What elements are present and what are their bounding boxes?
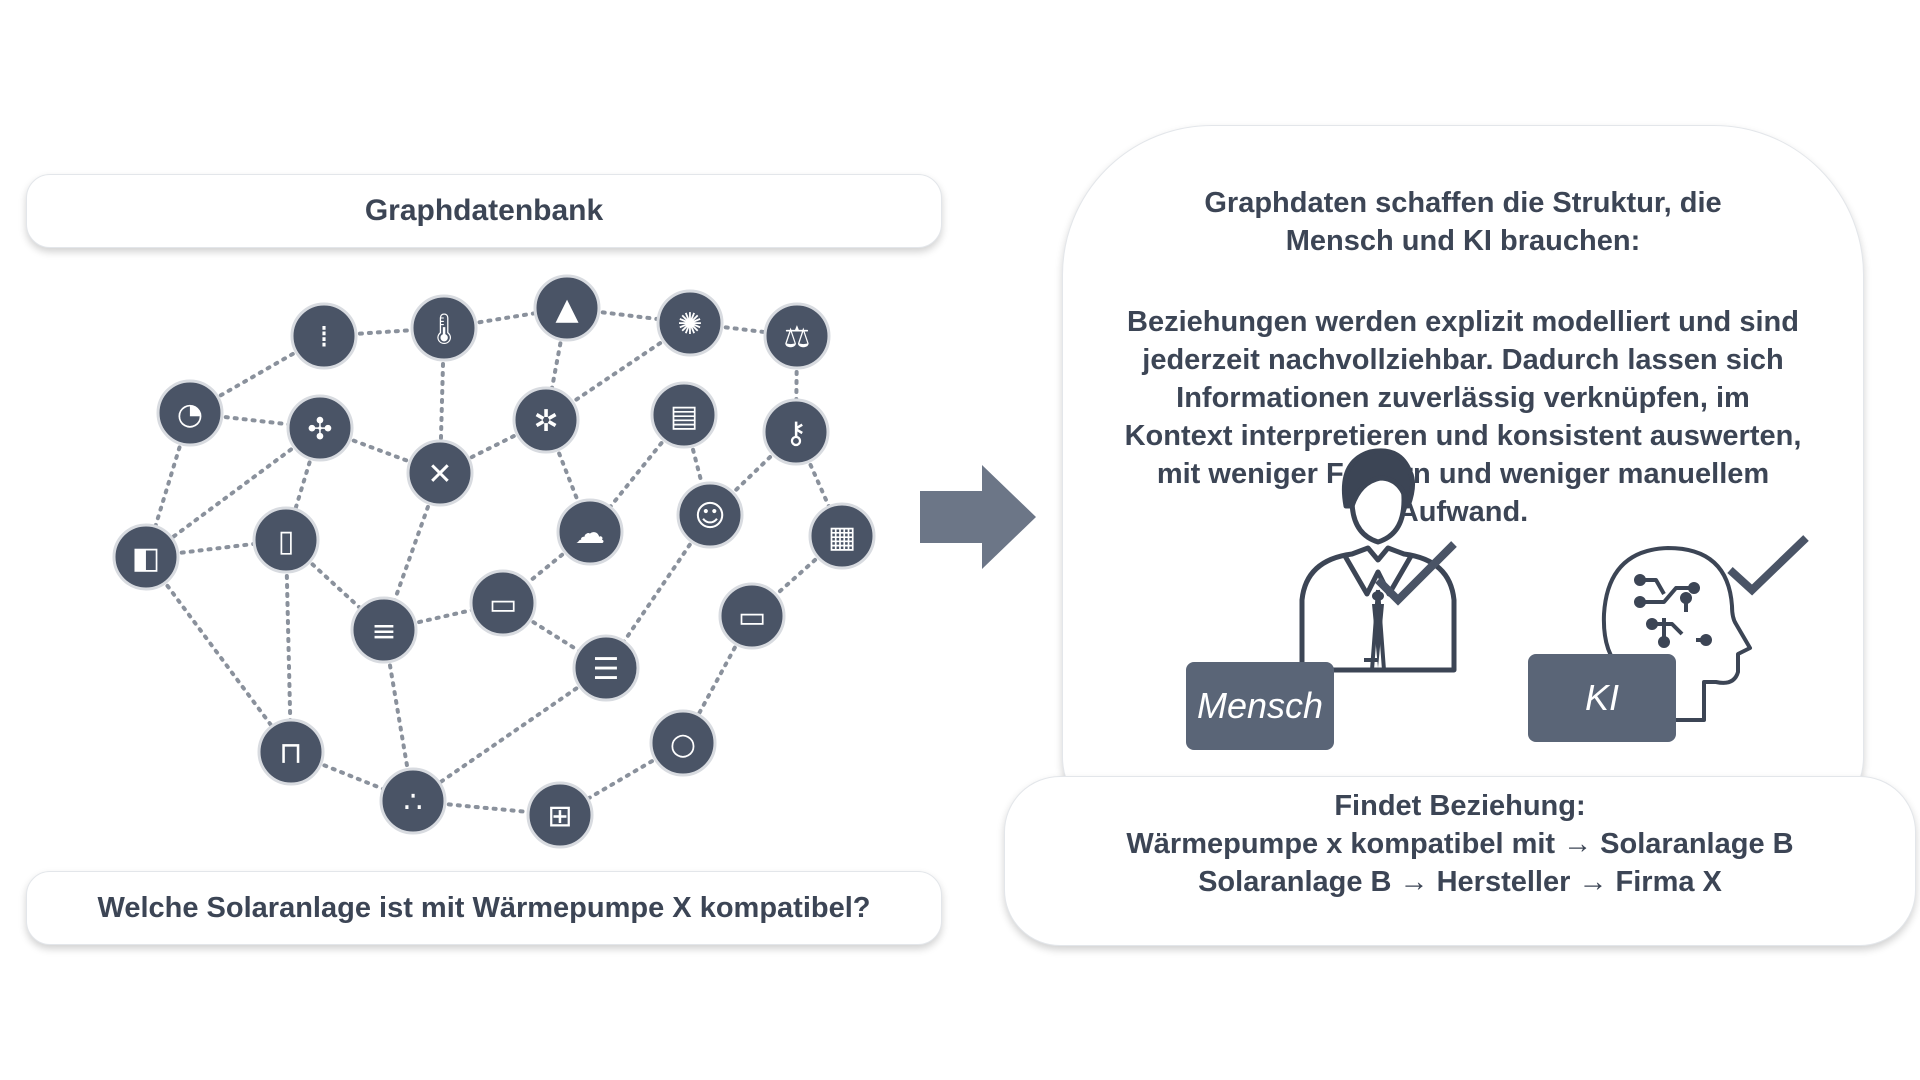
document-icon: ▤ — [650, 381, 718, 449]
scatter-chart-icon: ∴ — [379, 767, 447, 835]
svg-text:∴: ∴ — [403, 785, 422, 820]
graph-edge — [144, 426, 322, 559]
camera-icon: ◧ — [112, 523, 180, 591]
svg-text:▲: ▲ — [555, 292, 578, 327]
svg-text:▤: ▤ — [670, 399, 698, 434]
svg-text:⚖: ⚖ — [784, 320, 811, 355]
graph-database-title: Graphdatenbank — [364, 194, 604, 227]
human-label-tag: Mensch — [1186, 662, 1334, 750]
graph-database-title-card: Graphdatenbank — [26, 174, 942, 248]
svg-text:○: ○ — [670, 727, 696, 762]
graph-edge — [284, 538, 293, 754]
lightbulb-icon: ○ — [649, 709, 717, 777]
info-heading: Graphdaten schaffen die Struktur, die Me… — [1204, 187, 1722, 257]
speedometer-icon: ◔ — [156, 379, 224, 447]
svg-text:◧: ◧ — [132, 541, 160, 576]
gears-droplet-icon: ✲ — [512, 386, 580, 454]
ai-label-tag: KI — [1528, 654, 1676, 742]
database-icon: ≡ — [350, 596, 418, 664]
svg-text:▭: ▭ — [738, 600, 766, 635]
result-card: Findet Beziehung: Wärmepumpe x kompatibe… — [1004, 776, 1916, 946]
svg-text:▯: ▯ — [278, 524, 295, 559]
binary-icon: ⁞ — [290, 302, 358, 370]
result-heading: Findet Beziehung: — [1334, 790, 1586, 822]
svg-text:✕: ✕ — [427, 457, 452, 492]
wind-turbine-icon: ✣ — [286, 394, 354, 462]
graph-edge — [144, 555, 293, 754]
svg-text:✣: ✣ — [307, 412, 332, 447]
tools-icon: ✕ — [406, 439, 474, 507]
phone-location-icon: ▯ — [252, 506, 320, 574]
svg-text:▭: ▭ — [489, 587, 517, 622]
checklist-icon: ☰ — [572, 634, 640, 702]
knowledge-graph-network: ⁞ 🌡 ▲ ✺ ⚖ ◔ ✣ ✲ ▤ ⚷ ✕ ☁ ☺ ◧ ▯ ▦ ≡ ▭ ▭ ☰ ⊓ ○ ∴ ⊞ — [112, 274, 876, 849]
svg-text:⊞: ⊞ — [547, 799, 572, 834]
question-card: Welche Solaranlage ist mit Wärmepumpe X … — [26, 871, 942, 945]
lock-icon: ⊓ — [257, 718, 325, 786]
svg-text:⁞: ⁞ — [319, 320, 329, 355]
human-label: Mensch — [1196, 685, 1324, 726]
saw-blade-icon: ✺ — [656, 289, 724, 357]
engineer-icon: ☺ — [676, 481, 744, 549]
presentation-icon: ⊞ — [526, 781, 594, 849]
snow-warning-icon: ▲ — [533, 274, 601, 342]
svg-text:▦: ▦ — [828, 520, 856, 555]
question-text: Welche Solaranlage ist mit Wärmepumpe X … — [97, 891, 871, 924]
result-relation-2: Solaranlage B → Hersteller → Firma X — [1198, 866, 1722, 898]
battery-icon: ▭ — [718, 582, 786, 650]
scales-icon: ⚖ — [763, 302, 831, 370]
key-icon: ⚷ — [762, 398, 830, 466]
svg-text:✲: ✲ — [533, 404, 558, 439]
thermometer-icon: 🌡 — [410, 294, 478, 362]
car-icon: ▭ — [469, 569, 537, 637]
arrow-right-icon — [920, 465, 1036, 569]
info-card: Graphdaten schaffen die Struktur, die Me… — [1062, 125, 1864, 827]
svg-text:⚷: ⚷ — [785, 416, 807, 451]
ai-label: KI — [1584, 677, 1619, 718]
result-relation-1: Wärmepumpe x kompatibel mit → Solaranlag… — [1126, 828, 1794, 860]
svg-text:✺: ✺ — [677, 307, 702, 342]
svg-text:⊓: ⊓ — [279, 736, 302, 771]
info-body-text: Beziehungen werden explizit modelliert u… — [1124, 306, 1802, 528]
cloud-network-icon: ☁ — [556, 498, 624, 566]
graph-edge — [411, 799, 562, 817]
svg-text:☺: ☺ — [694, 499, 725, 534]
svg-text:≡: ≡ — [371, 614, 396, 649]
svg-text:◔: ◔ — [177, 397, 203, 432]
svg-text:☁: ☁ — [575, 516, 605, 551]
svg-text:☰: ☰ — [593, 652, 620, 687]
svg-text:🌡: 🌡 — [425, 312, 463, 347]
clipboard-badge-icon: ▦ — [808, 502, 876, 570]
graph-edge — [411, 666, 608, 803]
